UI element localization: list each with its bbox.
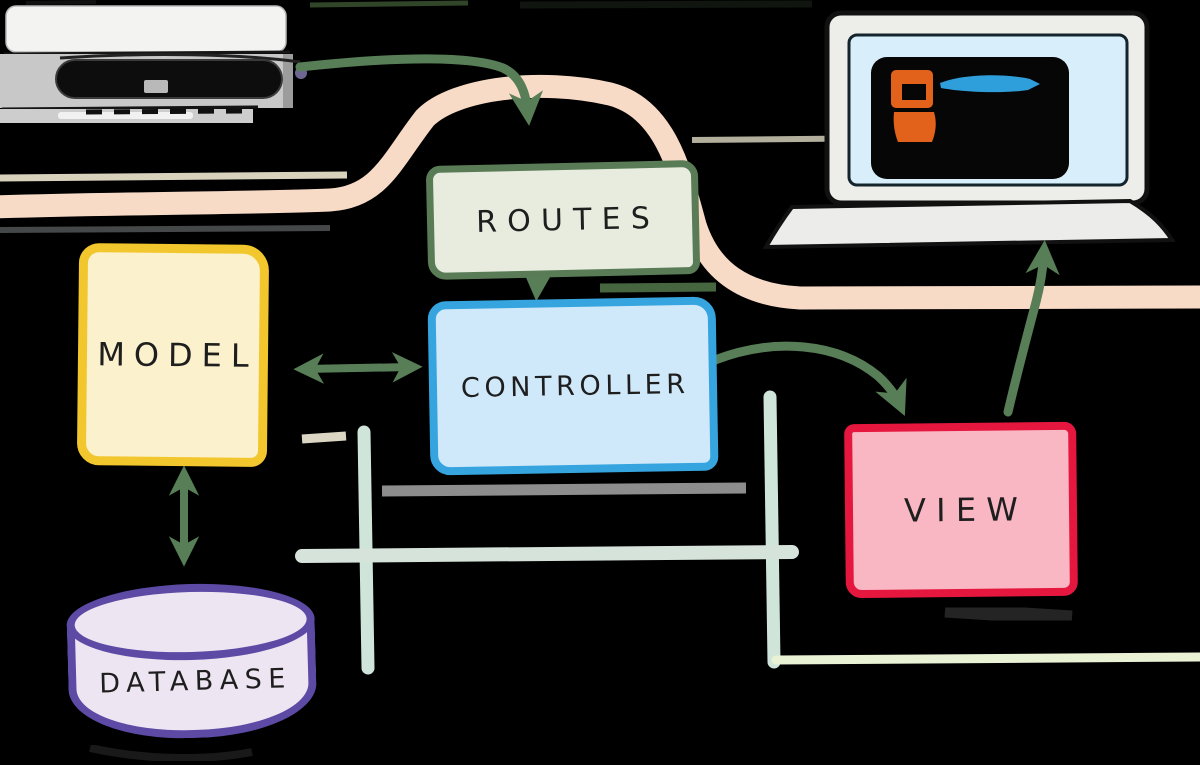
database-node: DATABASE [65, 580, 319, 760]
server-vent-slot [55, 59, 283, 99]
model-label: MODEL [97, 335, 258, 375]
model-node: MODEL [76, 243, 270, 467]
mint-vertical-right [763, 390, 781, 669]
gray-stripe-left [0, 225, 331, 233]
cream-stripe-left [0, 171, 348, 182]
client-laptop [762, 10, 1176, 250]
browser-blue-bar [940, 75, 1040, 93]
server-slab-underline [3, 50, 291, 56]
routes-node: ROUTES [425, 159, 701, 281]
server-device [0, 0, 307, 123]
view-label: VIEW [903, 490, 1029, 530]
view-shadow [944, 602, 1073, 626]
mint-horizontal [295, 545, 799, 563]
arrow-view-to-laptop [1003, 240, 1060, 417]
laptop-base [762, 198, 1176, 250]
top-edge-streak-left [309, 0, 469, 8]
routes-green-underline [599, 282, 717, 293]
arrow-server-to-routes [295, 54, 544, 126]
routes-label: ROUTES [475, 200, 661, 240]
green-arrows [168, 54, 1060, 567]
server-slot-notch [144, 80, 168, 93]
database-shadow [89, 744, 253, 762]
browser-orange-blob [893, 112, 936, 142]
server-top-slab [5, 5, 287, 53]
server-body-edge [283, 54, 293, 108]
controller-node: CONTROLLER [427, 296, 719, 476]
arrow-controller-to-view [710, 341, 907, 416]
server-top-sketch-line [25, 0, 97, 5]
pale-line-right [771, 652, 1200, 665]
arrow-model-controller-double [293, 352, 423, 384]
top-edge-streak-right [519, 0, 813, 9]
cream-stripe-small [301, 431, 347, 444]
view-node: VIEW [844, 421, 1078, 599]
controller-shadow [381, 482, 747, 497]
browser-image-icon-notch [902, 84, 926, 100]
controller-label: CONTROLLER [460, 368, 690, 404]
server-lower-line [1, 105, 259, 111]
server-slot-sketch-line [59, 53, 301, 64]
